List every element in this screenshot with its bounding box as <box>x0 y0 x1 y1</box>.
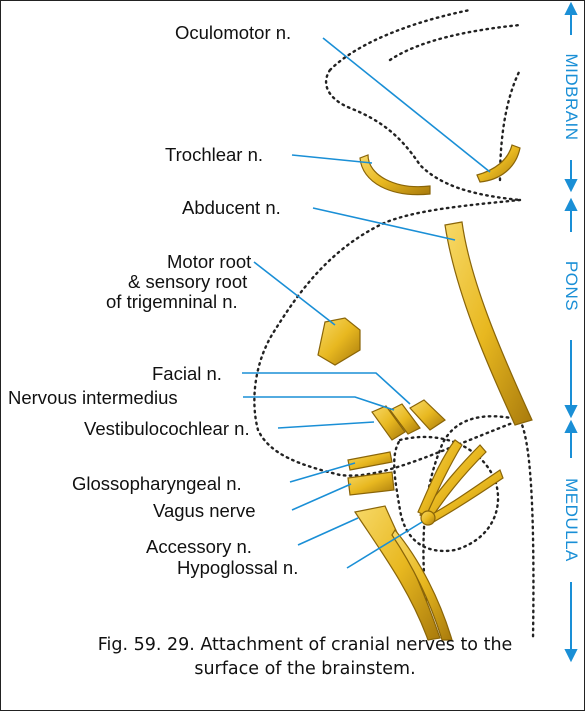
leader-accessory <box>298 518 358 545</box>
glossopharyngeal-nerve <box>348 452 392 470</box>
accessory-nerve <box>355 506 440 640</box>
region-label-midbrain: MIDBRAIN <box>561 52 581 142</box>
label-facial: Facial n. <box>152 364 222 384</box>
label-abducent: Abducent n. <box>182 198 281 218</box>
label-hypoglossal: Hypoglossal n. <box>177 558 298 578</box>
label-oculomotor: Oculomotor n. <box>175 23 291 43</box>
abducent-nerve <box>445 222 532 425</box>
leader-facial <box>242 373 410 404</box>
region-label-pons: PONS <box>561 256 581 316</box>
label-vagus: Vagus nerve <box>153 501 256 521</box>
trigeminal-nerve <box>318 318 360 365</box>
leader-oculomotor <box>323 38 490 172</box>
label-accessory: Accessory n. <box>146 537 252 557</box>
leader-glossopharyngeal <box>290 463 355 482</box>
leader-vestibulocochlear <box>278 422 374 428</box>
label-intermedius: Nervous intermedius <box>8 388 178 408</box>
label-vestibulocochlear: Vestibulocochlear n. <box>84 419 250 439</box>
trochlear-nerve <box>360 155 430 195</box>
label-glossopharyngeal: Glossopharyngeal n. <box>72 474 242 494</box>
region-label-medulla: MEDULLA <box>561 475 581 565</box>
label-trochlear: Trochlear n. <box>165 145 263 165</box>
midbrain-upper-outline <box>390 25 520 60</box>
leader-trigeminal <box>254 262 335 325</box>
oculomotor-nerve <box>477 145 520 182</box>
caption-line2: surface of the brainstem. <box>40 657 570 681</box>
leader-abducent <box>313 208 455 240</box>
caption-line1: Fig. 59. 29. Attachment of cranial nerve… <box>40 633 570 657</box>
figure-caption: Fig. 59. 29. Attachment of cranial nerve… <box>40 633 570 681</box>
medulla-right-outline <box>520 420 533 640</box>
leader-intermedius <box>243 397 394 410</box>
label-trigeminal-line1: Motor root <box>167 252 251 272</box>
label-trigeminal-line3: of trigemninal n. <box>106 292 238 312</box>
label-trigeminal-line2: & sensory root <box>128 272 247 292</box>
leader-vagus <box>292 484 351 510</box>
